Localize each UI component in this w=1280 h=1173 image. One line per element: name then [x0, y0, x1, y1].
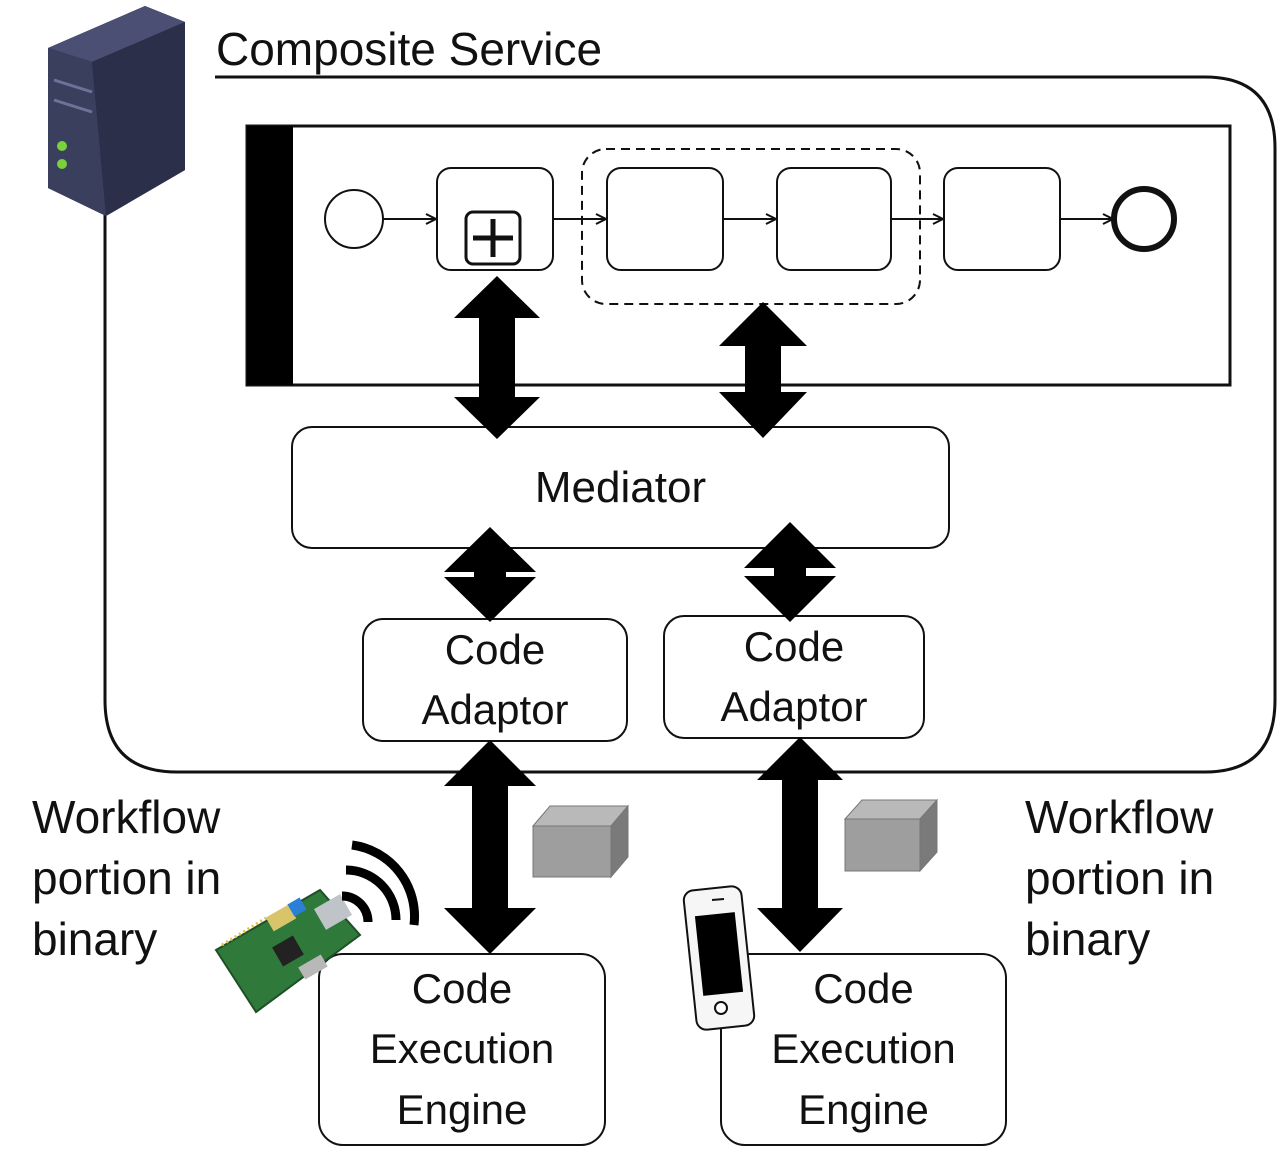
code-adaptor-2-line2: Adaptor — [720, 683, 868, 730]
code-execution-engine-box-2 — [720, 953, 1007, 1146]
code-execution-engine-1-line3: Engine — [396, 1086, 528, 1133]
server-icon — [48, 6, 185, 216]
smartphone-icon — [682, 885, 756, 1031]
workflow-note-right-line3: binary — [1025, 913, 1151, 965]
double-arrow-adaptor-engine-1 — [444, 740, 536, 954]
code-execution-engine-1-line1: Code — [411, 965, 513, 1012]
code-adaptor-1-line1: Code — [444, 626, 546, 673]
workflow-note-left-line2: portion in — [32, 852, 222, 904]
double-arrow-mediator-adaptor-1 — [444, 527, 536, 622]
end-event — [1111, 186, 1177, 252]
code-execution-engine-2-line2: Execution — [771, 1025, 956, 1072]
code-adaptor-1-line2: Adaptor — [421, 686, 569, 733]
code-execution-engine-2-line3: Engine — [798, 1086, 929, 1133]
task-2 — [606, 167, 724, 271]
code-adaptor-box-1 — [362, 618, 628, 742]
mediator-label: Mediator — [534, 463, 707, 512]
workflow-note-left-line3: binary — [32, 913, 158, 965]
binary-portion-group — [581, 148, 921, 305]
code-execution-engine-1-line2: Execution — [369, 1025, 555, 1072]
composite-service-container — [103, 75, 1277, 774]
workflow-note-right-line2: portion in — [1025, 852, 1215, 904]
raspberry-pi-board-icon — [214, 888, 362, 1014]
double-arrow-mediator-adaptor-2 — [744, 522, 836, 622]
mediator-box — [291, 426, 950, 549]
code-execution-engine-box-1 — [318, 953, 606, 1146]
double-arrow-subprocess-mediator — [454, 276, 540, 439]
double-arrow-adaptor-engine-2 — [757, 737, 843, 952]
start-event — [324, 189, 384, 249]
workflow-note-left-line1: Workflow — [32, 791, 221, 843]
binary-package-icon — [531, 804, 630, 879]
workflow-pool — [245, 124, 1232, 387]
code-adaptor-2-line1: Code — [743, 623, 845, 670]
task-4 — [943, 167, 1061, 271]
double-arrow-group-mediator — [719, 302, 807, 438]
code-execution-engine-2-line1: Code — [813, 965, 914, 1012]
task-3 — [776, 167, 892, 271]
pool-lane-header — [247, 126, 293, 385]
collapsed-subprocess-plus-icon — [464, 210, 522, 266]
composite-service-title: Composite Service — [216, 23, 603, 75]
workflow-note-right-line1: Workflow — [1025, 791, 1214, 843]
wireless-signal-icon — [341, 840, 419, 926]
binary-package-icon — [843, 798, 939, 873]
